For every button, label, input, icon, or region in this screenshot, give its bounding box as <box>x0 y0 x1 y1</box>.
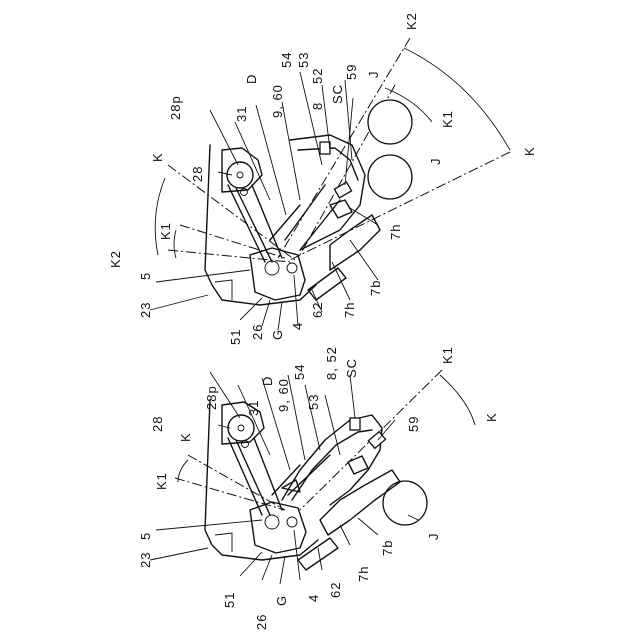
upper-link-53 <box>285 185 325 240</box>
upper-label-28p: 28p <box>168 95 183 120</box>
lower-angle-arc-left <box>178 460 188 482</box>
upper-label-8: 8 <box>310 102 325 110</box>
upper-belt-c <box>252 185 282 258</box>
lower-label-59: 59 <box>406 416 421 432</box>
lower-belt-b <box>236 440 270 515</box>
upper-part-sc <box>320 142 330 154</box>
upper-label-7h-low: 7h <box>342 302 357 318</box>
lower-angle-arc-k <box>440 375 475 425</box>
lower-label-8-52: 8, 52 <box>324 346 339 380</box>
upper-label-k2-left: K2 <box>108 250 123 268</box>
upper-label-k1-left: K1 <box>158 222 173 240</box>
upper-label-9-60: 9, 60 <box>270 84 285 118</box>
upper-label-g: G <box>270 329 285 340</box>
upper-belt-a <box>228 185 265 262</box>
upper-label-52: 52 <box>310 68 325 84</box>
upper-label-28: 28 <box>190 166 205 182</box>
upper-label-k-right: K <box>522 146 537 156</box>
lower-label-53: 53 <box>306 394 321 410</box>
lower-label-5: 5 <box>138 532 153 540</box>
lower-link-53 <box>288 455 330 495</box>
lower-belt-a <box>228 438 262 515</box>
upper-part-59 <box>334 182 351 198</box>
lower-head-j <box>383 481 427 525</box>
upper-belt-b <box>236 188 272 262</box>
lower-pulley-hub <box>238 425 244 431</box>
upper-label-j-mid: J <box>428 158 443 166</box>
upper-mechanism-g <box>250 248 305 300</box>
lower-pivot-4 <box>287 517 297 527</box>
lower-pulley-28 <box>228 415 254 441</box>
lower-label-28p: 28p <box>204 385 219 410</box>
lower-label-7b: 7b <box>380 540 395 556</box>
upper-label-k1-right: K1 <box>440 110 455 128</box>
lower-bracket-51 <box>215 533 232 552</box>
lower-cushion-lower <box>298 538 338 570</box>
lower-label-j: J <box>426 533 441 541</box>
lower-part-52 <box>348 456 368 474</box>
lower-label-31: 31 <box>246 400 261 416</box>
upper-label-51: 51 <box>228 329 243 345</box>
lower-label-28: 28 <box>150 416 165 432</box>
lower-belt-c <box>254 438 282 510</box>
lower-label-k1-right: K1 <box>440 346 455 364</box>
upper-label-31: 31 <box>234 106 249 122</box>
lower-label-k-right: K <box>484 412 499 422</box>
upper-label-4: 4 <box>290 322 305 330</box>
upper-label-k2-top: K2 <box>404 12 419 30</box>
lower-label-7h: 7h <box>356 566 371 582</box>
upper-pulley-28p <box>241 189 248 196</box>
lower-label-23: 23 <box>138 552 153 568</box>
upper-label-k-left: K <box>150 152 165 162</box>
upper-label-7b: 7b <box>368 280 383 296</box>
lower-pulley-28p <box>242 441 249 448</box>
upper-label-53: 53 <box>296 52 311 68</box>
upper-bracket-51 <box>215 280 232 300</box>
lower-mechanism-g <box>250 502 306 553</box>
upper-head-j-upper <box>368 100 412 144</box>
upper-cushion-7b <box>330 215 380 270</box>
upper-pivot-5 <box>265 261 279 275</box>
upper-label-62: 62 <box>310 302 325 318</box>
lower-label-51: 51 <box>222 592 237 608</box>
upper-pivot-4 <box>287 263 297 273</box>
lower-label-d: D <box>260 376 275 386</box>
lower-label-54: 54 <box>292 364 307 380</box>
upper-head-j <box>368 155 412 199</box>
upper-label-59: 59 <box>344 64 359 80</box>
upper-label-23: 23 <box>138 302 153 318</box>
leader-lines <box>150 72 418 584</box>
upper-angle-arc-left-small <box>174 230 176 258</box>
upper-label-54: 54 <box>279 52 294 68</box>
upper-figure <box>155 38 510 305</box>
upper-label-j-top: J <box>366 71 381 79</box>
upper-label-sc: SC <box>330 84 345 104</box>
lower-label-26: 26 <box>254 614 269 630</box>
lower-labels: K1 K 59 SC 8, 52 53 54 9, 60 D 31 28p 28… <box>138 346 499 630</box>
upper-label-26: 26 <box>250 324 265 340</box>
lower-label-4: 4 <box>306 594 321 602</box>
upper-cushion-lower <box>308 268 346 300</box>
upper-pulley-hub <box>237 172 243 178</box>
lower-label-sc: SC <box>344 358 359 378</box>
lower-label-k-left: K <box>178 432 193 442</box>
upper-label-5: 5 <box>138 272 153 280</box>
lower-axis-k-left-line <box>188 455 285 510</box>
lower-pivot-5 <box>265 515 279 529</box>
lower-label-62: 62 <box>328 582 343 598</box>
lower-label-9-60: 9, 60 <box>276 378 291 412</box>
lower-axis-k1-left-line <box>175 478 285 510</box>
lower-part-sc <box>350 418 360 430</box>
upper-angle-arc-k <box>404 48 510 150</box>
lower-label-k1-left: K1 <box>154 472 169 490</box>
upper-label-d: D <box>244 74 259 84</box>
upper-label-7h-up: 7h <box>388 224 403 240</box>
upper-angle-arc-left <box>155 178 165 255</box>
lower-label-g: G <box>274 595 289 606</box>
